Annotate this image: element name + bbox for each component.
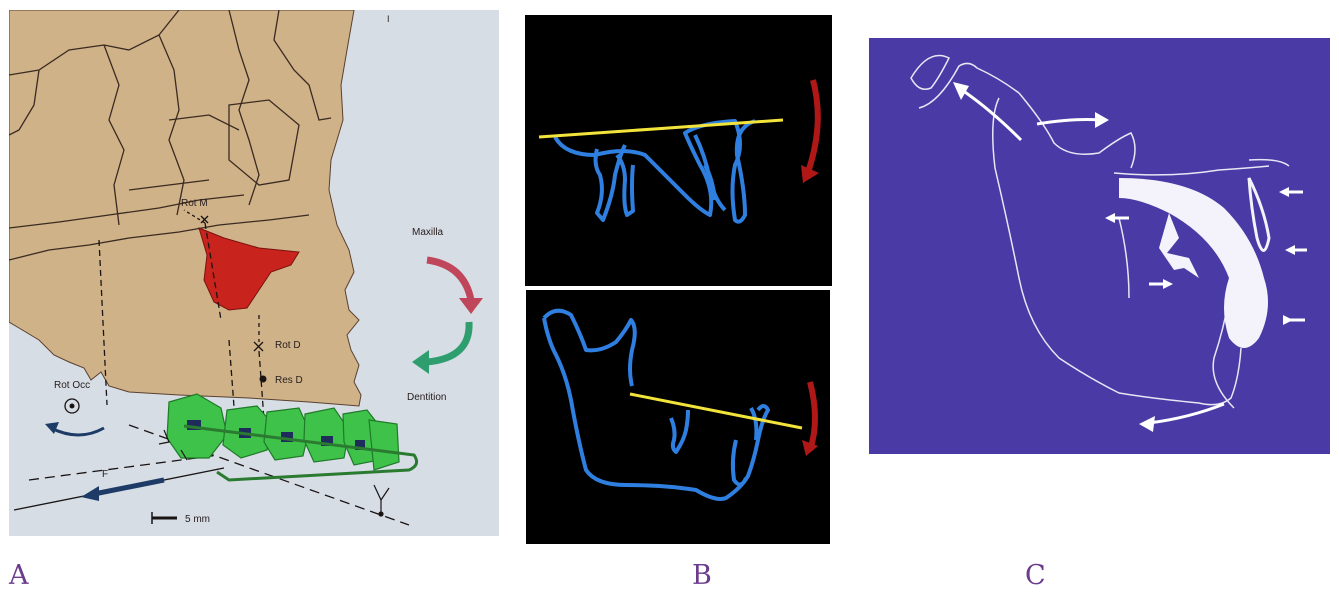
res-d-label: Res D bbox=[275, 375, 303, 386]
rotation-arrow-mandible bbox=[807, 381, 818, 451]
rot-d-label: Rot D bbox=[275, 340, 301, 351]
dentition-arrow bbox=[426, 321, 473, 366]
maxilla-tracing bbox=[553, 119, 756, 224]
maxilla-red-region bbox=[198, 227, 300, 311]
rotation-arrow bbox=[804, 79, 821, 177]
maxilla-label: Maxilla bbox=[412, 227, 444, 238]
rot-occ-arrow bbox=[50, 426, 105, 437]
panel-label-b: B bbox=[692, 560, 712, 591]
mandibular-plane-line bbox=[629, 392, 803, 430]
force-label: F bbox=[102, 469, 108, 480]
occlusal-plane-line bbox=[538, 118, 784, 139]
maxilla-arrow bbox=[426, 256, 475, 301]
panel-b-maxilla-tracing bbox=[525, 15, 832, 286]
profile-tracing bbox=[910, 54, 1290, 409]
incisor-arch-structure bbox=[1119, 178, 1268, 348]
rot-m-label: Rot M bbox=[181, 198, 208, 209]
scale-label: 5 mm bbox=[185, 514, 210, 525]
dentition-label: Dentition bbox=[407, 392, 446, 403]
suture-lines bbox=[9, 10, 332, 261]
panel-c-cephalometric-tracing bbox=[869, 38, 1330, 454]
rot-occ-label: Rot Occ bbox=[54, 380, 90, 391]
force-arrow bbox=[93, 477, 165, 497]
panel-a-skull-diagram: Rot M Rot D Res D Rot Occ F 5 mm Maxilla… bbox=[9, 10, 499, 536]
panel-label-c: C bbox=[1025, 560, 1046, 591]
mandible-tracing bbox=[542, 308, 770, 501]
molar-structure bbox=[1159, 213, 1199, 278]
rot-occ-symbol bbox=[64, 398, 80, 414]
res-d-dot bbox=[259, 375, 267, 383]
panel-label-a: A bbox=[9, 560, 29, 591]
panel-b-mandible-tracing bbox=[526, 290, 830, 544]
skull-outline bbox=[9, 10, 362, 407]
page-number: I bbox=[387, 14, 390, 24]
